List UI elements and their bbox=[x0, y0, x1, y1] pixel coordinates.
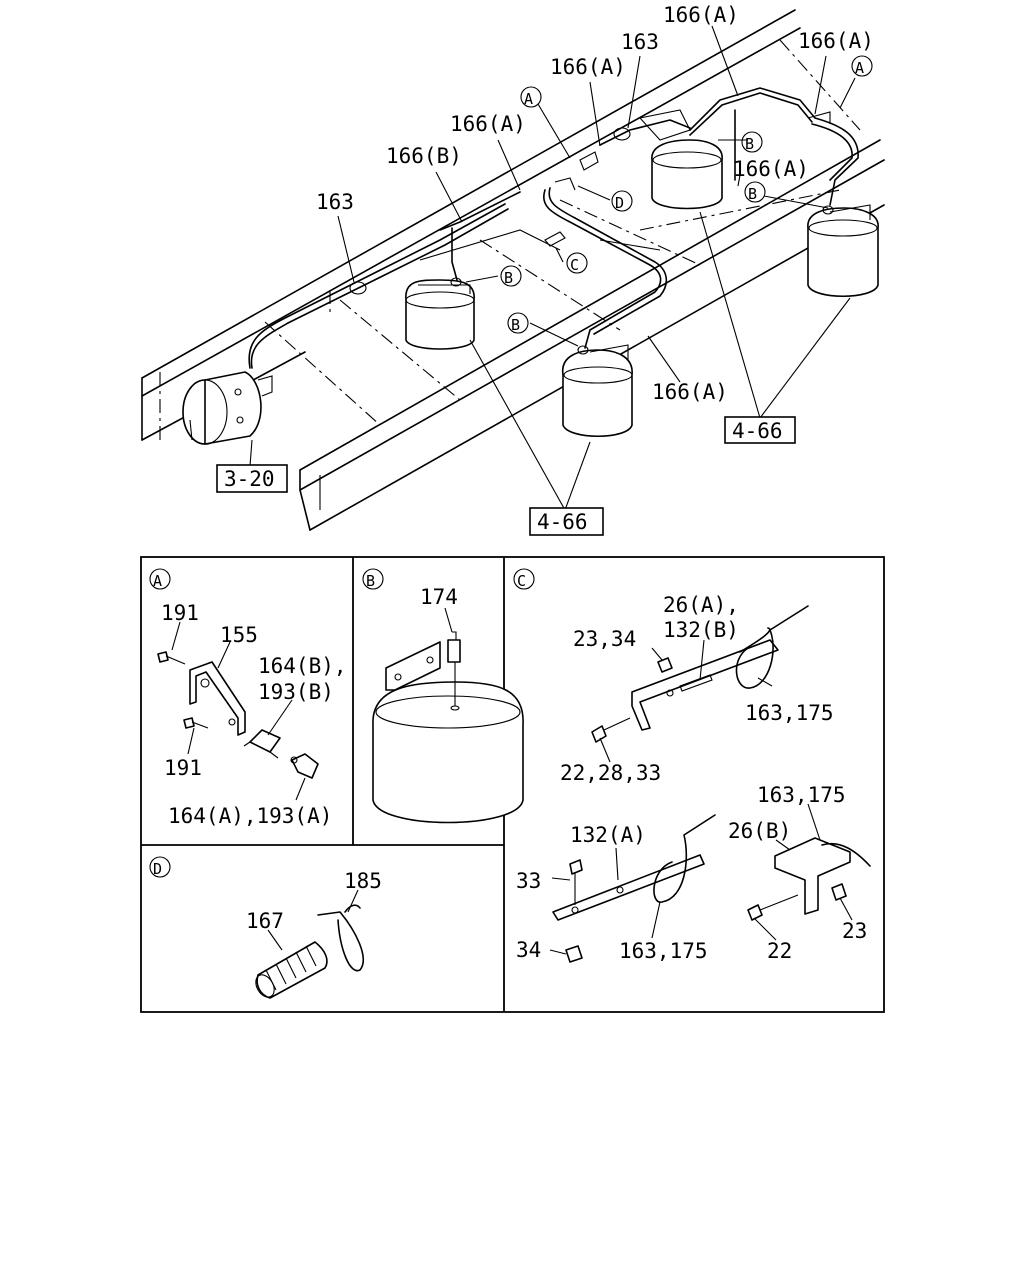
air-spring-rear-left bbox=[651, 139, 723, 210]
air-spring-front-right bbox=[562, 344, 633, 438]
label-163-left: 163 bbox=[316, 190, 354, 214]
callout-b-1: B bbox=[745, 135, 754, 153]
air-spring-front-left bbox=[405, 279, 475, 350]
air-pipes bbox=[248, 87, 859, 369]
label-132b: 132(B) bbox=[663, 618, 739, 642]
label-166a-3: 166(A) bbox=[450, 112, 526, 136]
label-26a: 26(A), bbox=[663, 593, 739, 617]
label-23: 23 bbox=[842, 919, 867, 943]
ref-4-66-right: 4-66 bbox=[732, 419, 783, 443]
label-166b: 166(B) bbox=[386, 144, 462, 168]
callouts-main: A A B B B B D C bbox=[500, 55, 873, 334]
clamps bbox=[349, 109, 834, 355]
label-191-bottom: 191 bbox=[164, 756, 202, 780]
ref-3-20: 3-20 bbox=[224, 467, 275, 491]
label-166a-right: 166(A) bbox=[798, 29, 874, 53]
label-22: 22 bbox=[767, 939, 792, 963]
detail-c-tag: C bbox=[517, 572, 526, 590]
detail-d: D 185 167 bbox=[149, 856, 382, 999]
callout-b-2: B bbox=[748, 185, 757, 203]
label-155: 155 bbox=[220, 623, 258, 647]
label-163-175-a: 163,175 bbox=[745, 701, 834, 725]
label-191-top: 191 bbox=[161, 601, 199, 625]
label-33: 33 bbox=[516, 869, 541, 893]
label-185: 185 bbox=[344, 869, 382, 893]
label-163-top: 163 bbox=[621, 30, 659, 54]
label-164b: 164(B), bbox=[258, 654, 347, 678]
reference-boxes: 3-20 4-66 4-66 bbox=[216, 416, 796, 536]
leader-lines bbox=[249, 25, 856, 511]
label-167: 167 bbox=[246, 909, 284, 933]
callout-a-1: A bbox=[524, 90, 533, 108]
callout-b-3: B bbox=[504, 269, 513, 287]
label-166a-low: 166(A) bbox=[652, 380, 728, 404]
detail-d-tag: D bbox=[153, 860, 162, 878]
label-163-175-b: 163,175 bbox=[757, 783, 846, 807]
detail-b-tag: B bbox=[366, 572, 375, 590]
label-166a-mid: 166(A) bbox=[733, 157, 809, 181]
air-tank bbox=[182, 371, 273, 445]
label-163-175-c: 163,175 bbox=[619, 939, 708, 963]
frame-assembly bbox=[141, 9, 885, 531]
ref-4-66-bottom: 4-66 bbox=[537, 510, 588, 534]
callout-d: D bbox=[615, 194, 624, 212]
label-164a-193a: 164(A),193(A) bbox=[168, 804, 332, 828]
main-labels: 166(A) 163 166(A) 166(A) 166(A) 166(B) 1… bbox=[316, 3, 874, 404]
label-23-34: 23,34 bbox=[573, 627, 636, 651]
detail-a: A 191 155 164(B), 193(B) 191 164(A),193(… bbox=[149, 568, 347, 828]
callout-a-2: A bbox=[855, 59, 864, 77]
callout-c: C bbox=[570, 256, 579, 274]
detail-b: B 174 bbox=[362, 568, 524, 824]
air-spring-rear-right bbox=[807, 204, 879, 298]
label-193b: 193(B) bbox=[258, 680, 334, 704]
label-174: 174 bbox=[420, 585, 458, 609]
detail-a-tag: A bbox=[153, 572, 162, 590]
callout-b-4: B bbox=[511, 316, 520, 334]
label-132a: 132(A) bbox=[570, 823, 646, 847]
label-22-28-33: 22,28,33 bbox=[560, 761, 661, 785]
label-26b: 26(B) bbox=[728, 819, 791, 843]
label-166a-2: 166(A) bbox=[550, 55, 626, 79]
detail-c: C bbox=[513, 568, 871, 963]
label-34: 34 bbox=[516, 938, 541, 962]
label-166a-1: 166(A) bbox=[663, 3, 739, 27]
